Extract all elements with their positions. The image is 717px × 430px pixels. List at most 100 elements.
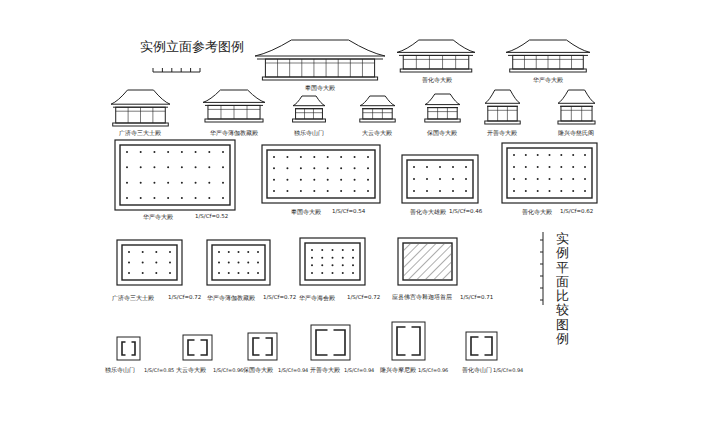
caption-label: 1/S/Cf=0.72 [263,295,296,301]
column-dot [181,166,183,168]
caption-label: 大云寺大殿 [362,130,392,136]
bracket-tick [540,300,543,301]
hatch [404,244,451,279]
column-dot [195,197,197,199]
wall-outline [253,338,272,355]
caption-label: 1/S/Cf=0.52 [195,214,228,220]
column-dot [140,166,142,168]
wall-outline [305,243,360,280]
column-dot [354,156,356,158]
wall-outline [407,160,473,198]
column-dot [367,190,369,192]
stroke [561,110,592,111]
column-dot [342,257,344,259]
column-dot [452,166,454,168]
column-dot [584,166,586,168]
column-dot [342,249,344,251]
wall [403,55,469,69]
column-dot [142,262,144,264]
platform-outline [183,335,212,360]
stroke [363,112,392,113]
caption-label: 1/S/Cf=0.62 [560,209,593,215]
stroke [403,59,469,60]
column-dot [169,272,171,274]
column-dot [525,154,527,156]
column-dot [313,179,315,181]
column-dot [327,156,329,158]
column-dot [195,182,197,184]
column-dot [126,151,128,153]
column-dot [426,190,428,192]
caption-label: 善化寺山门 [462,368,492,374]
column-dot [126,166,128,168]
wall-outline [122,342,135,355]
column-dot [257,272,259,274]
column-dot [153,197,155,199]
caption-label: 奉国寺大殿 [291,209,321,215]
column-dot [332,257,334,259]
wall-outline [120,145,230,205]
column-dot [153,166,155,168]
scale-bar [153,72,200,73]
column-dot [413,178,415,180]
column-dot [560,166,562,168]
stroke [220,105,221,119]
roof [425,94,460,105]
platform [113,123,169,126]
caption-label: 广济寺三大士殿 [119,130,161,136]
column-dot [321,272,323,274]
column-dot [439,190,441,192]
column-dot [584,154,586,156]
column-dot [340,167,342,169]
platform [425,119,460,122]
column-dot [352,249,354,251]
stroke [497,106,498,121]
column-dot [311,257,313,259]
column-dot [513,190,515,192]
column-dot [413,166,415,168]
stroke [455,55,456,69]
caption-label: 1/S/Cf=0.71 [460,295,493,301]
caption-label: 广济寺三大士殿 [112,295,154,301]
platform-outline [402,155,478,203]
column-dot [128,262,130,264]
column-dot [465,190,467,192]
platform [558,121,595,124]
column-dot [128,272,130,274]
stroke [513,59,584,60]
platform [510,69,587,72]
platform [485,121,520,124]
column-dot [525,178,527,180]
column-dot [181,197,183,199]
column-dot [247,251,249,253]
stroke [152,107,153,123]
column-dot [300,156,302,158]
column-dot [140,182,142,184]
stroke [313,59,314,77]
column-dot [167,166,169,168]
column-dot [352,264,354,266]
stroke [581,106,582,121]
column-dot [300,190,302,192]
stroke [428,111,457,112]
column-dot [142,272,144,274]
column-dot [155,251,157,253]
column-dot [247,272,249,274]
stroke [362,59,363,77]
column-dot [228,272,230,274]
stroke [313,109,314,119]
column-dot [218,262,220,264]
roof [203,90,265,102]
stroke [247,105,248,119]
column-dot [311,272,313,274]
column-dot [195,151,197,153]
caption-label: 善化寺大殿 [422,77,452,83]
column-dot [426,166,428,168]
column-dot [584,178,586,180]
column-dot [218,272,220,274]
column-dot [321,249,323,251]
column-dot [300,167,302,169]
stroke [416,55,417,69]
column-dot [340,190,342,192]
roof [293,96,325,106]
